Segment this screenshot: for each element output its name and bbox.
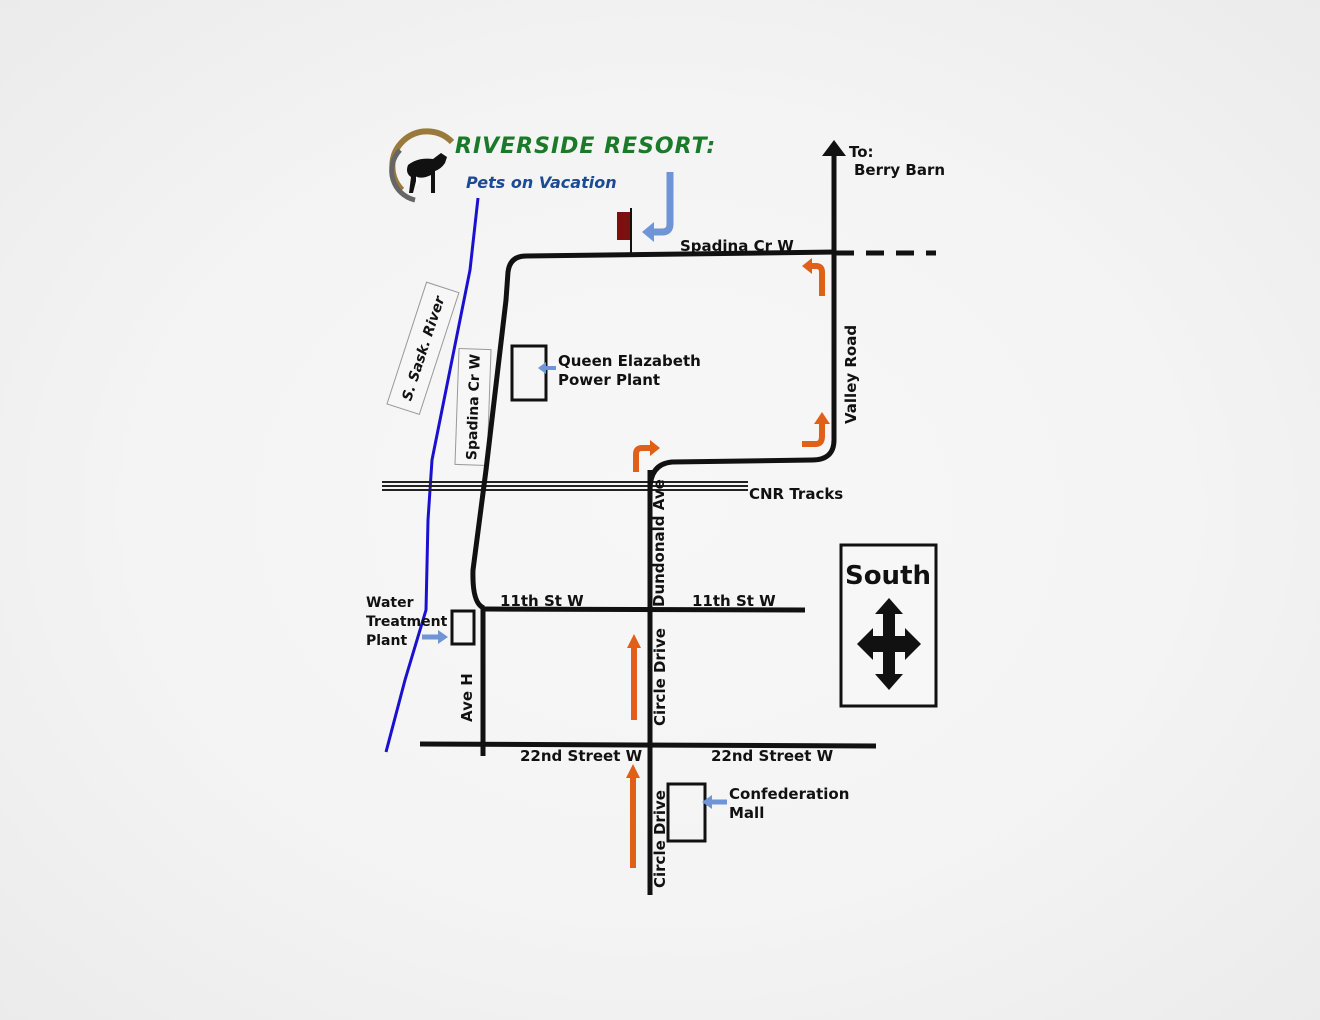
ave-h-label: Ave H bbox=[458, 673, 476, 722]
mall-pointer-icon bbox=[702, 795, 712, 809]
resort-pointer-arrow-icon bbox=[652, 172, 674, 236]
compass-box: South bbox=[839, 543, 938, 708]
mall-label-line1: Confederation bbox=[729, 785, 849, 803]
resort-subtitle: Pets on Vacation bbox=[466, 173, 617, 192]
mall-label-line2: Mall bbox=[729, 804, 764, 822]
eleventh-left-label: 11th St W bbox=[500, 592, 584, 610]
dog-and-cat-logo-icon bbox=[389, 128, 455, 203]
spadina-side-label-box: Spadina Cr W bbox=[454, 347, 492, 467]
water-plant-pointer-icon bbox=[438, 630, 448, 644]
twentysecond-street-road bbox=[419, 741, 877, 749]
resort-title: RIVERSIDE RESORT: bbox=[455, 134, 716, 159]
circle-drive-upper-label: Circle Drive bbox=[651, 628, 669, 726]
arrow-to-berry-barn-icon bbox=[822, 140, 846, 156]
mall-building bbox=[666, 782, 707, 843]
cnr-tracks bbox=[382, 481, 748, 491]
spadina-cr-w-road bbox=[470, 249, 837, 611]
route-turn-arrow-valley bbox=[802, 422, 825, 447]
river-line bbox=[384, 197, 480, 753]
power-plant-pointer-icon bbox=[538, 362, 546, 374]
four-way-arrow-icon bbox=[857, 598, 921, 690]
destination-to-label: To: bbox=[849, 143, 874, 161]
valley-road bbox=[647, 150, 837, 491]
spadina-top-label: Spadina Cr W bbox=[680, 237, 794, 255]
water-plant-label-line3: Plant bbox=[366, 633, 407, 649]
water-plant-label-line2: Treatment bbox=[366, 614, 448, 630]
compass-label: South bbox=[845, 561, 931, 591]
destination-name: Berry Barn bbox=[854, 161, 945, 179]
power-plant-label-line2: Power Plant bbox=[558, 371, 660, 389]
water-plant-label-line1: Water bbox=[366, 595, 414, 611]
dundonald-label: Dundonald Ave bbox=[650, 479, 668, 607]
route-turn-arrow-dundonald bbox=[633, 445, 652, 472]
route-turn-arrow-top bbox=[810, 263, 825, 296]
twentysecond-right-label: 22nd Street W bbox=[711, 747, 834, 765]
power-plant-building bbox=[510, 344, 548, 402]
resort-marker bbox=[617, 212, 630, 240]
river-label-box: S. Sask. River bbox=[386, 281, 460, 416]
valley-road-label: Valley Road bbox=[842, 325, 860, 424]
circle-drive-lower-label: Circle Drive bbox=[651, 790, 669, 888]
spadina-side-label: Spadina Cr W bbox=[464, 354, 484, 461]
power-plant-label-line1: Queen Elazabeth bbox=[558, 352, 701, 370]
twentysecond-left-label: 22nd Street W bbox=[520, 747, 643, 765]
eleventh-st-road bbox=[483, 606, 806, 613]
water-plant-building bbox=[450, 609, 476, 646]
eleventh-right-label: 11th St W bbox=[692, 592, 776, 610]
cnr-tracks-label: CNR Tracks bbox=[749, 485, 843, 503]
